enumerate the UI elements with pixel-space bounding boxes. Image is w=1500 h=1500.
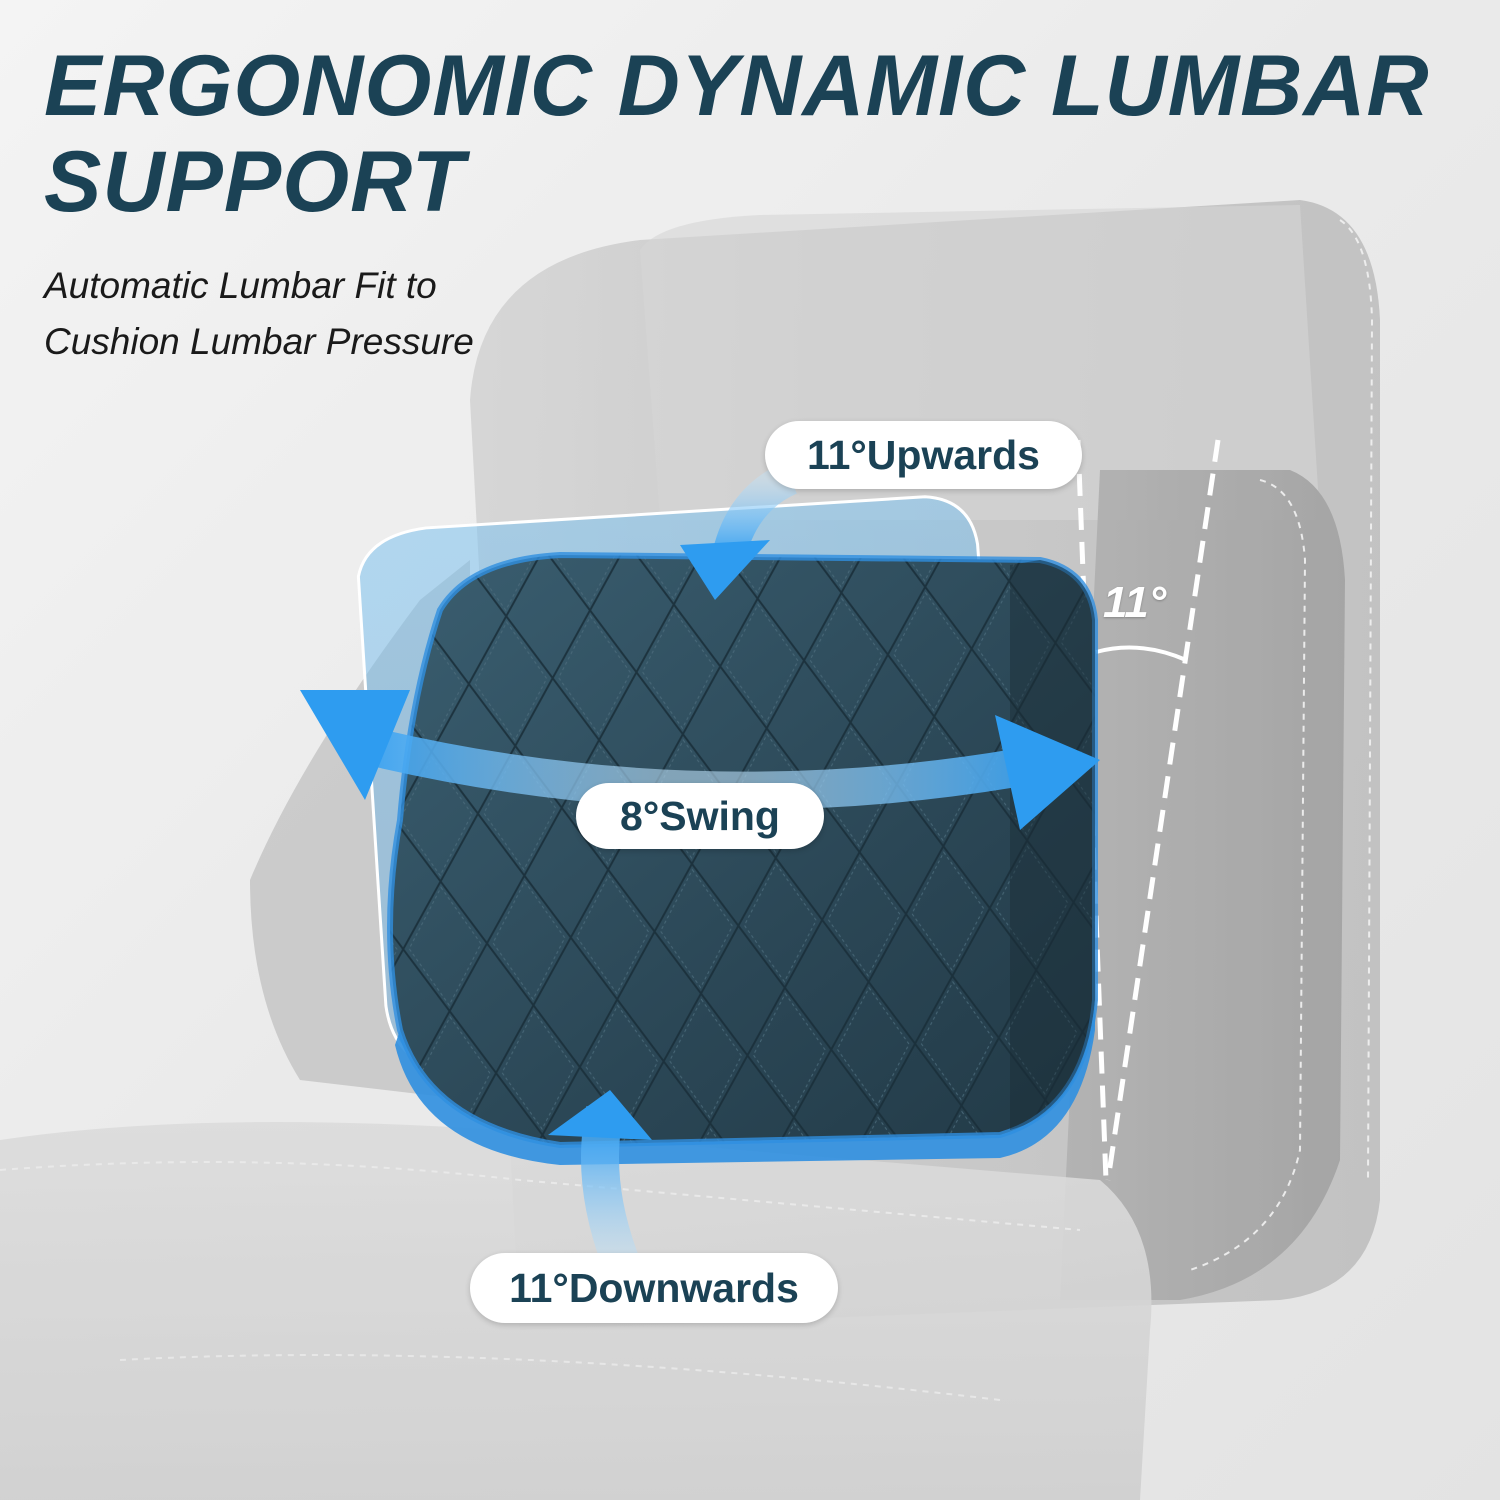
tilt-angle-guide <box>1075 439 1221 1181</box>
subtitle: Automatic Lumbar Fit to Cushion Lumbar P… <box>44 258 474 370</box>
swing-callout: 8°Swing <box>576 783 824 849</box>
subtitle-line-2: Cushion Lumbar Pressure <box>44 321 474 362</box>
tilt-angle-arc <box>1095 645 1187 662</box>
headline-line-2: SUPPORT <box>44 134 466 230</box>
tilt-angle-label: 11° <box>1103 578 1167 627</box>
upwards-callout: 11°Upwards <box>765 421 1082 489</box>
chair-side-wing <box>1060 470 1345 1300</box>
lumbar-cushion <box>387 551 1098 1165</box>
subtitle-line-1: Automatic Lumbar Fit to <box>44 265 437 306</box>
headline: ERGONOMIC DYNAMIC LUMBAR SUPPORT <box>44 38 1484 230</box>
downwards-callout: 11°Downwards <box>470 1253 838 1323</box>
downwards-arrow <box>548 1090 652 1267</box>
headline-line-1: ERGONOMIC DYNAMIC LUMBAR <box>44 38 1430 134</box>
